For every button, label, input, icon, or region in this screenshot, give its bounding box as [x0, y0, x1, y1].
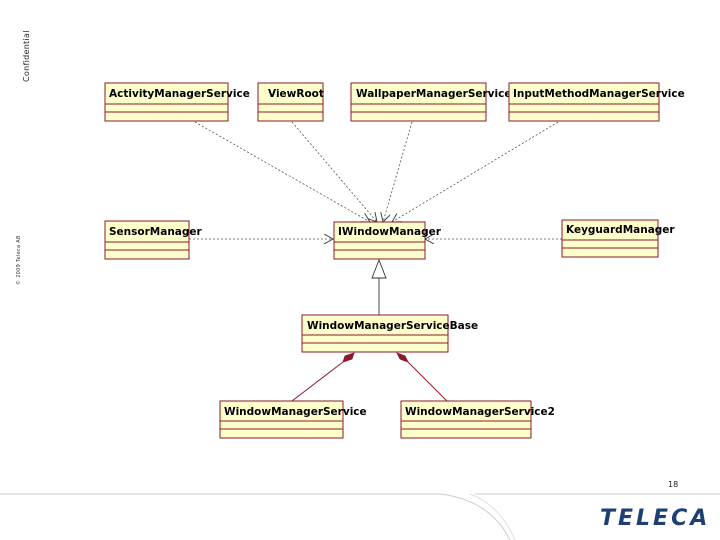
- class-inputmethodmanagerservice[interactable]: InputMethodManagerService: [508, 82, 685, 122]
- class-viewroot[interactable]: ViewRoot: [257, 82, 324, 122]
- class-iwindowmanager[interactable]: IWindowManager: [333, 221, 442, 260]
- class-name: WindowManagerServiceBase: [307, 320, 478, 332]
- class-name: ViewRoot: [268, 88, 324, 100]
- class-windowmanagerservice[interactable]: WindowManagerService: [219, 400, 367, 439]
- footer-curve-inner: [469, 493, 516, 540]
- composition-diamond-wms: [342, 352, 355, 363]
- class-activitymanagerservice[interactable]: ActivityManagerService: [104, 82, 250, 122]
- page-number: 18: [668, 480, 679, 489]
- class-windowmanagerservice2[interactable]: WindowManagerService2: [400, 400, 555, 439]
- composition-line-wms: [291, 361, 344, 402]
- composition-line-wms2: [407, 361, 448, 402]
- class-keyguardmanager[interactable]: KeyguardManager: [561, 219, 675, 258]
- class-sensormanager[interactable]: SensorManager: [104, 220, 203, 260]
- class-name: SensorManager: [109, 226, 203, 238]
- class-windowmanagerservicebase[interactable]: WindowManagerServiceBase: [301, 314, 478, 353]
- dep-inputmethod-to-iwindow: [392, 121, 559, 222]
- composition-diamond-wms2: [396, 352, 409, 363]
- dep-activity-to-iwindow: [194, 121, 370, 222]
- class-name: IWindowManager: [338, 226, 442, 238]
- generalization-triangle: [371, 258, 387, 279]
- footer-curve-left: [0, 493, 511, 540]
- class-name: InputMethodManagerService: [513, 88, 685, 100]
- class-name: KeyguardManager: [566, 224, 675, 236]
- dep-wallpaper-to-iwindow: [383, 121, 413, 222]
- teleca-logo: TELECA: [600, 506, 711, 531]
- class-wallpapermanagerservice[interactable]: WallpaperManagerService: [350, 82, 511, 122]
- class-name: WindowManagerService: [224, 406, 367, 418]
- dep-viewroot-to-iwindow: [291, 121, 377, 222]
- class-name: ActivityManagerService: [109, 88, 250, 100]
- class-name: WindowManagerService2: [405, 406, 555, 418]
- class-name: WallpaperManagerService: [356, 88, 511, 100]
